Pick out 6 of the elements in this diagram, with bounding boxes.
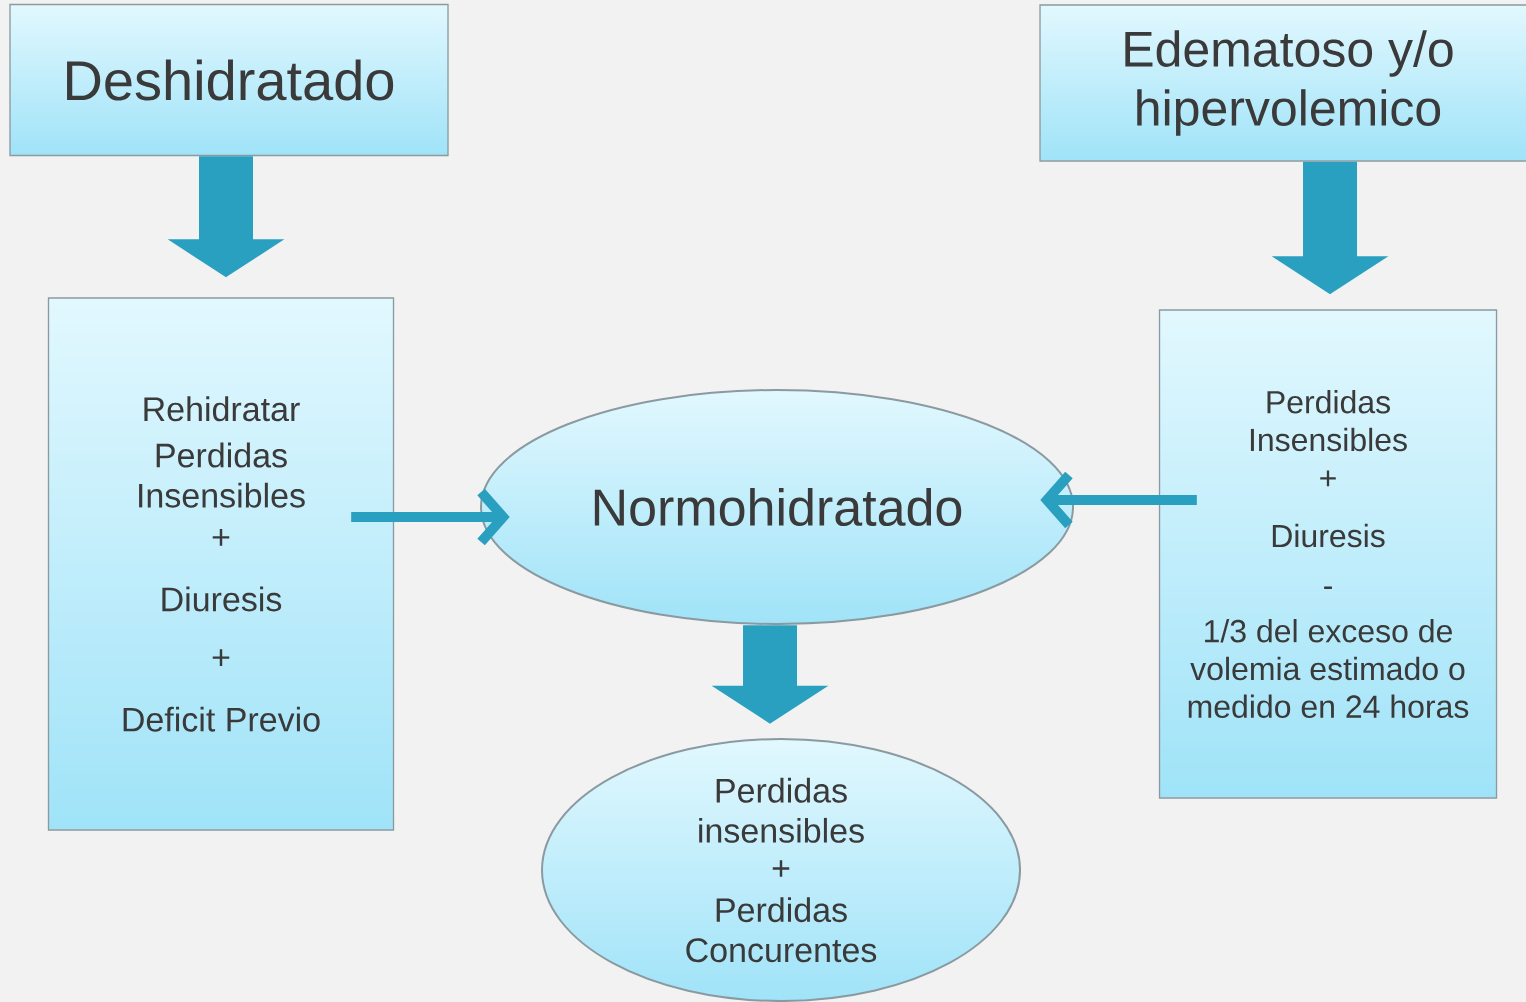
text-box: Perdidas Insensibles + Diuresis - 1/3 del exceso de volemia estimado o medido en 24 horas (1158, 309, 1498, 799)
arrow (351, 488, 510, 546)
arrow (1040, 471, 1197, 529)
title-box: Edematoso y/o hipervolemico (1039, 4, 1526, 162)
title-box: Deshidratado (9, 3, 449, 157)
text-box: Rehidratar Perdidas Insensibles + Diuresis + Deficit Previo (47, 297, 395, 831)
